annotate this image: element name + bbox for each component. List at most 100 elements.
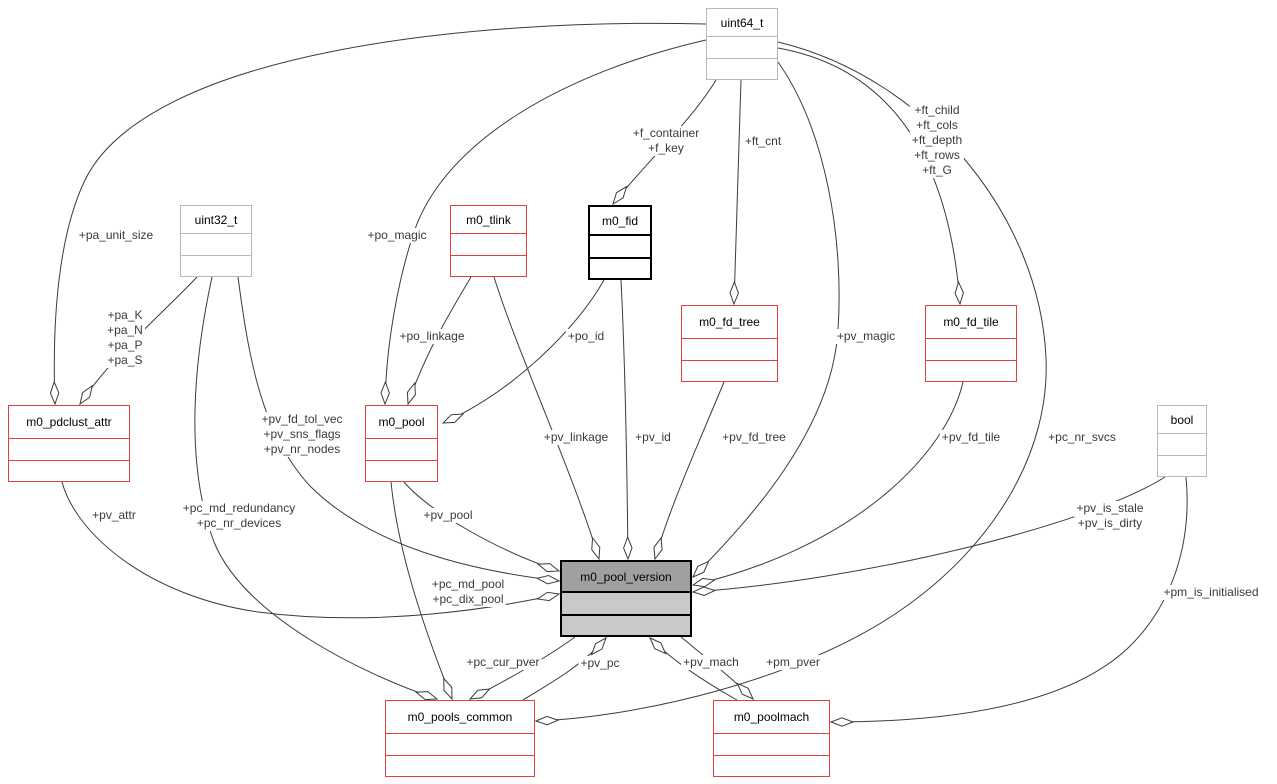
class-node-m0_pool_version[interactable]: m0_pool_version bbox=[560, 560, 692, 637]
edge-pv_linkage bbox=[493, 276, 600, 560]
class-node-m0_fd_tree[interactable]: m0_fd_tree bbox=[681, 305, 778, 382]
class-node-compartment bbox=[707, 37, 777, 58]
aggregation-diamond-icon bbox=[380, 380, 390, 406]
edge-label-pa_nkps: +pa_K+pa_N+pa_P+pa_S bbox=[105, 308, 145, 368]
class-node-m0_pool[interactable]: m0_pool bbox=[365, 405, 438, 482]
edge-label-line: +po_linkage bbox=[399, 329, 465, 343]
edge-pm_is_initialised bbox=[830, 476, 1188, 723]
edge-pv_fd_vec bbox=[237, 276, 560, 582]
class-node-title: m0_pools_common bbox=[386, 701, 534, 734]
edge-pv_pool bbox=[403, 481, 560, 572]
class-node-title: uint32_t bbox=[181, 206, 251, 234]
class-node-uint32_t[interactable]: uint32_t bbox=[180, 205, 252, 277]
edge-label-line: +po_id bbox=[567, 329, 605, 343]
edge-label-pc_md_redundancy: +pc_md_redundancy+pc_nr_devices bbox=[180, 501, 298, 531]
class-node-compartment bbox=[562, 614, 690, 635]
edge-label-line: +pv_linkage bbox=[543, 430, 609, 444]
edge-label-line: +pv_mach bbox=[683, 655, 739, 669]
aggregation-diamond-icon bbox=[729, 280, 739, 306]
class-node-compartment bbox=[590, 236, 650, 257]
class-node-bool[interactable]: bool bbox=[1157, 405, 1207, 477]
edge-po_magic bbox=[384, 39, 707, 405]
edge-label-line: +pc_dix_pool bbox=[432, 592, 504, 606]
class-node-compartment bbox=[1158, 434, 1206, 455]
edge-label-line: +pv_nr_nodes bbox=[263, 442, 341, 456]
aggregation-diamond-icon bbox=[829, 717, 855, 727]
edge-label-line: +pv_sns_flags bbox=[263, 427, 341, 441]
edge-label-line: +pm_pver bbox=[766, 655, 820, 669]
aggregation-diamond-icon bbox=[591, 536, 601, 561]
edge-label-pc_pools: +pc_md_pool+pc_dix_pool bbox=[429, 577, 507, 607]
class-node-m0_fd_tile[interactable]: m0_fd_tile bbox=[925, 305, 1017, 382]
class-node-title: uint64_t bbox=[707, 9, 777, 37]
aggregation-diamond-icon bbox=[535, 574, 561, 585]
edge-label-line: +ft_G bbox=[922, 163, 952, 177]
aggregation-diamond-icon bbox=[653, 536, 663, 561]
class-node-title: m0_fd_tree bbox=[682, 306, 777, 339]
class-node-compartment bbox=[714, 734, 829, 755]
edge-label-pv_is_flags: +pv_is_stale+pv_is_dirty bbox=[1074, 501, 1146, 531]
class-node-m0_pools_common[interactable]: m0_pools_common bbox=[385, 700, 535, 777]
edge-pv_fd_tree bbox=[654, 381, 725, 560]
class-node-compartment bbox=[181, 255, 251, 276]
aggregation-diamond-icon bbox=[536, 563, 561, 573]
edge-label-pv_pc: +pv_pc bbox=[578, 656, 622, 671]
class-node-m0_tlink[interactable]: m0_tlink bbox=[450, 205, 527, 277]
aggregation-diamond-icon bbox=[79, 384, 94, 406]
edge-label-pc_cur_pver: +pc_cur_pver bbox=[464, 655, 542, 670]
edge-label-line: +pa_P bbox=[107, 338, 143, 352]
aggregation-diamond-icon bbox=[536, 591, 561, 602]
edge-label-line: +pv_pool bbox=[423, 508, 473, 522]
edge-label-f_container_f_key: +f_container+f_key bbox=[630, 126, 702, 156]
aggregation-diamond-icon bbox=[414, 691, 439, 701]
edge-label-line: +pv_id bbox=[635, 430, 671, 444]
class-node-uint64_t[interactable]: uint64_t bbox=[706, 8, 778, 80]
class-node-compartment bbox=[366, 460, 437, 481]
edge-label-pv_fd_tile: +pv_fd_tile bbox=[939, 430, 1003, 445]
aggregation-diamond-icon bbox=[468, 688, 491, 700]
class-node-title: m0_tlink bbox=[451, 206, 526, 234]
edge-label-line: +pv_fd_tile bbox=[941, 430, 1001, 444]
class-node-compartment bbox=[562, 593, 690, 614]
edge-label-pv_pool: +pv_pool bbox=[421, 508, 475, 523]
edge-label-line: +f_container bbox=[632, 126, 700, 140]
class-node-compartment bbox=[682, 339, 777, 360]
edge-label-ft_fields: +ft_child+ft_cols+ft_depth+ft_rows+ft_G bbox=[909, 103, 965, 178]
edge-label-line: +pc_cur_pver bbox=[466, 655, 540, 669]
class-node-compartment bbox=[451, 234, 526, 255]
class-node-compartment bbox=[926, 360, 1016, 381]
edge-label-line: +pa_S bbox=[107, 353, 143, 367]
edge-label-pc_nr_svcs: +pc_nr_svcs bbox=[1046, 430, 1118, 445]
aggregation-diamond-icon bbox=[49, 380, 60, 406]
class-node-compartment bbox=[451, 255, 526, 276]
aggregation-diamond-icon bbox=[406, 381, 416, 406]
class-node-m0_poolmach[interactable]: m0_poolmach bbox=[713, 700, 830, 777]
edge-label-po_linkage: +po_linkage bbox=[397, 329, 467, 344]
edge-label-pv_linkage: +pv_linkage bbox=[541, 430, 611, 445]
edge-pa_unit_size bbox=[53, 22, 707, 405]
class-node-title: m0_pool_version bbox=[562, 562, 690, 593]
class-node-title: m0_poolmach bbox=[714, 701, 829, 734]
class-node-m0_fid[interactable]: m0_fid bbox=[588, 205, 652, 280]
class-node-compartment bbox=[707, 58, 777, 79]
class-node-compartment bbox=[926, 339, 1016, 360]
class-node-compartment bbox=[9, 439, 129, 460]
edge-label-pm_pver: +pm_pver bbox=[764, 655, 822, 670]
edge-label-line: +pc_md_pool bbox=[431, 577, 505, 591]
aggregation-diamond-icon bbox=[623, 535, 633, 561]
edge-label-pv_id: +pv_id bbox=[633, 430, 673, 445]
edge-pv_is_flags bbox=[692, 476, 1166, 593]
aggregation-diamond-icon bbox=[649, 637, 667, 655]
edge-label-line: +pa_N bbox=[107, 323, 143, 337]
edge-label-po_id: +po_id bbox=[565, 329, 607, 344]
edge-ft_cnt bbox=[733, 79, 742, 305]
aggregation-diamond-icon bbox=[590, 636, 607, 656]
class-node-m0_pdclust_attr[interactable]: m0_pdclust_attr bbox=[8, 405, 130, 482]
edge-pv_id bbox=[620, 279, 629, 560]
edge-label-line: +pc_md_redundancy bbox=[182, 501, 296, 515]
class-node-compartment bbox=[181, 234, 251, 255]
aggregation-diamond-icon bbox=[691, 577, 716, 588]
aggregation-diamond-icon bbox=[443, 677, 453, 701]
aggregation-diamond-icon bbox=[692, 560, 710, 578]
